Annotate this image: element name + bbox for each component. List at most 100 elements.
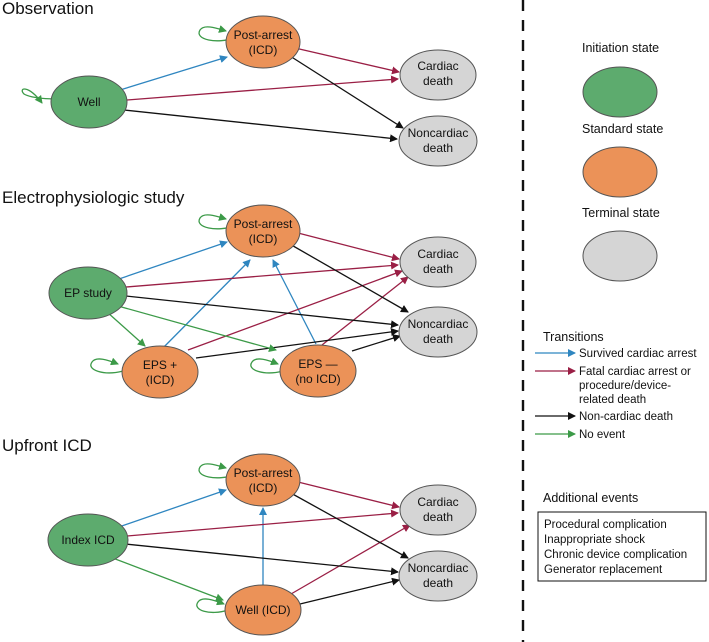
- arrow-well-icd-to-noncardiac: [299, 577, 400, 605]
- section-title-observation: Observation: [2, 0, 94, 18]
- arrow-post-arrest-to-noncardiac: [287, 242, 409, 313]
- node-label: Well (ICD): [235, 603, 290, 617]
- additional-event-item: Procedural complication: [544, 519, 667, 531]
- arrow-index-icd-to-well-icd: [109, 556, 224, 602]
- node-ep-study: [48, 266, 128, 320]
- node-label: Cardiac: [417, 247, 458, 261]
- legend-fatal-label: Fatal cardiac arrest or: [579, 366, 691, 378]
- node-label: death: [423, 141, 453, 155]
- node-label: (ICD): [249, 232, 278, 246]
- node-label: (no ICD): [295, 372, 340, 386]
- ep-arrows: [90, 213, 409, 374]
- self-loop-post-arrest: [198, 25, 235, 42]
- node-noncardiac-death: [398, 550, 478, 602]
- legend-initiation-label: Initiation state: [582, 41, 659, 55]
- legend-standard-swatch: [582, 146, 658, 198]
- additional-event-item: Chronic device complication: [544, 549, 687, 561]
- arrow-ep-to-eps-plus: [106, 311, 146, 347]
- legend: Initiation state Standard state Terminal…: [535, 41, 707, 582]
- node-label: death: [423, 576, 453, 590]
- ep-nodes: Post-arrest (ICD) EP study EPS + (ICD) E…: [48, 204, 478, 399]
- section-title-icd: Upfront ICD: [2, 436, 92, 455]
- arrow-well-to-cardiac: [126, 75, 399, 101]
- arrow-index-icd-to-noncardiac: [124, 543, 399, 576]
- arrow-ep-to-cardiac: [125, 261, 399, 288]
- arrow-index-icd-to-post-arrest: [115, 488, 227, 529]
- node-label: Noncardiac: [408, 317, 469, 331]
- arrow-post-arrest-to-noncardiac: [288, 491, 409, 559]
- legend-fatal-label: procedure/device-: [579, 380, 671, 392]
- node-post-arrest: [225, 204, 301, 258]
- node-label: death: [423, 262, 453, 276]
- legend-fatal-label: related death: [579, 394, 646, 406]
- node-label: Cardiac: [417, 59, 458, 73]
- legend-terminal-swatch: [582, 230, 658, 282]
- legend-standard-label: Standard state: [582, 122, 663, 136]
- legend-initiation-swatch: [582, 66, 658, 118]
- arrow-post-arrest-to-cardiac: [297, 481, 400, 510]
- legend-additional-title: Additional events: [543, 491, 638, 505]
- node-label: death: [423, 74, 453, 88]
- section-title-ep: Electrophysiologic study: [2, 188, 185, 207]
- legend-survived-label: Survived cardiac arrest: [579, 348, 697, 360]
- icd-arrows: [109, 462, 411, 614]
- legend-transitions-title: Transitions: [543, 330, 604, 344]
- arrow-well-to-post-arrest: [119, 55, 228, 91]
- node-label: (ICD): [249, 43, 278, 57]
- node-label: death: [423, 332, 453, 346]
- node-label: (ICD): [146, 373, 175, 387]
- node-label: EPS —: [298, 357, 337, 371]
- arrow-post-arrest-to-cardiac: [297, 232, 400, 262]
- node-noncardiac-death: [398, 115, 478, 167]
- node-cardiac-death: [399, 49, 477, 101]
- legend-no-event-label: No event: [579, 429, 626, 441]
- node-label: Post-arrest: [234, 28, 293, 42]
- additional-events-box: [537, 511, 707, 582]
- node-post-arrest: [225, 15, 301, 69]
- node-label: EPS +: [143, 358, 177, 372]
- node-label: Post-arrest: [234, 466, 293, 480]
- arrow-ep-to-noncardiac: [125, 295, 399, 329]
- arrow-eps-plus-to-noncardiac: [195, 327, 399, 359]
- node-label: (ICD): [249, 481, 278, 495]
- arrow-eps-minus-to-noncardiac: [351, 334, 401, 352]
- node-label: Index ICD: [61, 533, 115, 547]
- self-loop-post-arrest: [198, 462, 235, 479]
- icd-nodes: Post-arrest (ICD) Index ICD Well (ICD) C…: [47, 453, 478, 636]
- node-label: EP study: [64, 286, 112, 300]
- additional-event-item: Inappropriate shock: [544, 534, 645, 546]
- legend-noncardiac-label: Non-cardiac death: [579, 411, 673, 423]
- node-label: death: [423, 510, 453, 524]
- self-loop-eps-minus: [250, 357, 284, 374]
- node-well: [50, 75, 128, 129]
- node-cardiac-death: [399, 484, 477, 536]
- legend-terminal-label: Terminal state: [582, 206, 660, 220]
- self-loop-well-icd: [196, 597, 229, 614]
- observation-nodes: Post-arrest (ICD) Well Cardiac death Non…: [50, 15, 478, 167]
- node-label: Well: [77, 95, 100, 109]
- node-eps-plus: [121, 345, 199, 399]
- node-label: Noncardiac: [408, 126, 469, 140]
- additional-event-item: Generator replacement: [544, 564, 663, 576]
- arrow-ep-to-eps-minus: [117, 305, 277, 352]
- node-label: Cardiac: [417, 495, 458, 509]
- arrow-ep-to-post-arrest: [115, 240, 228, 281]
- arrow-index-icd-to-cardiac: [126, 509, 399, 537]
- self-loop-eps-plus: [90, 357, 124, 374]
- node-label: Noncardiac: [408, 561, 469, 575]
- observation-arrows: [21, 25, 404, 143]
- arrow-eps-plus-to-post-arrest: [156, 259, 251, 355]
- node-post-arrest: [225, 453, 301, 507]
- arrow-well-to-noncardiac: [123, 109, 398, 143]
- arrow-eps-plus-to-cardiac: [187, 269, 403, 351]
- node-cardiac-death: [399, 236, 477, 288]
- arrow-post-arrest-to-noncardiac: [289, 55, 404, 129]
- node-noncardiac-death: [398, 306, 478, 358]
- arrow-eps-minus-to-cardiac: [321, 276, 409, 346]
- node-well-icd: [224, 584, 302, 636]
- node-index-icd: [47, 513, 129, 567]
- node-label: Post-arrest: [234, 217, 293, 231]
- arrow-well-icd-to-cardiac: [290, 524, 411, 595]
- self-loop-post-arrest: [198, 213, 235, 230]
